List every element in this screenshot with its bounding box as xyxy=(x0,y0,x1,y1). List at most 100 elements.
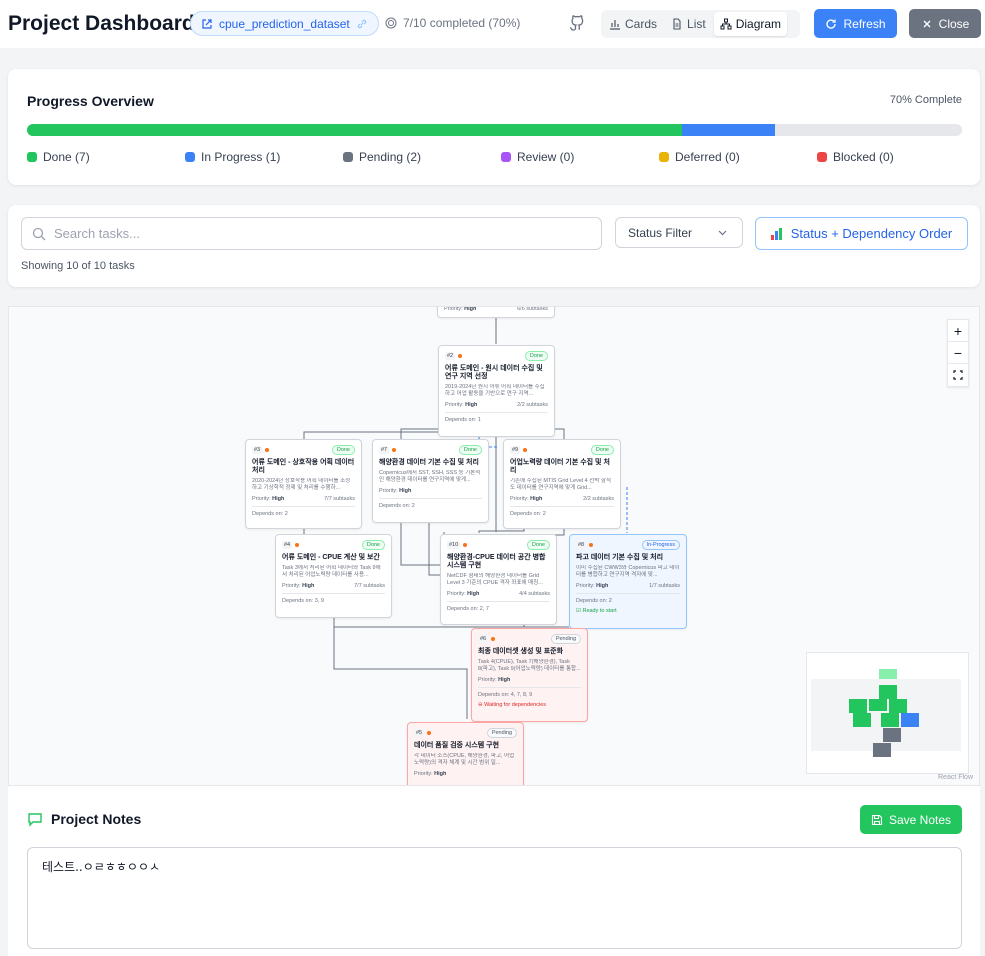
legend-blocked: Blocked (0) xyxy=(817,150,894,164)
legend-review: Review (0) xyxy=(501,150,574,164)
view-list-label: List xyxy=(687,17,706,31)
project-notes-card: Project Notes Save Notes 테스트..ㅇㄹㅎㅎㅇㅇㅅ xyxy=(8,786,980,956)
priority-dot xyxy=(392,448,397,452)
priority-value: High xyxy=(467,591,480,597)
notes-textarea[interactable]: 테스트..ㅇㄹㅎㅎㅇㅇㅅ xyxy=(27,847,962,949)
node-title: 어류 도메인 - 상호작용 어획 데이터 처리 xyxy=(252,459,355,474)
minimap-node xyxy=(901,713,919,727)
zoom-controls: + − xyxy=(947,319,969,387)
status-badge: Done xyxy=(524,351,548,361)
node-priority: Priority: High xyxy=(510,496,542,502)
github-icon[interactable] xyxy=(568,14,586,32)
node-ready-status: ☑ Ready to start xyxy=(576,608,617,614)
priority-dot xyxy=(427,731,432,735)
save-notes-button[interactable]: Save Notes xyxy=(860,805,962,834)
refresh-button[interactable]: Refresh xyxy=(814,9,897,38)
edge xyxy=(333,617,569,628)
sort-order-button[interactable]: Status + Dependency Order xyxy=(755,217,968,250)
legend-label: Blocked (0) xyxy=(833,150,894,164)
view-list-button[interactable]: List xyxy=(665,12,712,36)
node-description: 2020-2024년 상호작용 어획 데이터를 조정하고 기상학적 정제 및 처… xyxy=(252,478,351,491)
refresh-icon xyxy=(826,18,837,29)
node-number: #6 xyxy=(478,635,489,643)
zoom-out-button[interactable]: − xyxy=(948,342,968,364)
fit-view-button[interactable] xyxy=(948,364,968,386)
progress-percent: 70% Complete xyxy=(889,94,962,106)
legend-dot xyxy=(185,152,195,162)
priority-label: Priority: xyxy=(576,583,595,589)
node-priority: Priority: High xyxy=(576,583,608,589)
priority-label: Priority: xyxy=(414,771,433,777)
minimap-node xyxy=(879,685,897,699)
minimap[interactable] xyxy=(806,652,969,774)
priority-dot xyxy=(463,543,468,547)
priority-value: High xyxy=(399,488,412,494)
zoom-in-button[interactable]: + xyxy=(948,320,968,342)
status-filter-select[interactable]: Status Filter xyxy=(615,217,743,248)
priority-value: High xyxy=(272,496,285,502)
ready-label: Ready to start xyxy=(582,608,617,614)
node-description: NetCDF 형태의 해양환경 데이터를 Grid Level 3 기준의 CP… xyxy=(447,573,543,586)
save-icon xyxy=(871,814,883,825)
dataset-link[interactable]: cpue_prediction_dataset xyxy=(190,11,379,36)
node-title: 어류 도메인 - CPUE 계산 및 보간 xyxy=(282,554,380,561)
view-cards-button[interactable]: Cards xyxy=(603,12,663,36)
close-button[interactable]: Close xyxy=(909,9,981,38)
header-bar: Project Dashboard cpue_prediction_datase… xyxy=(0,0,985,48)
progress-bar xyxy=(27,124,962,136)
status-badge: Done xyxy=(361,540,385,550)
notes-heading: Project Notes xyxy=(27,811,141,827)
priority-dot xyxy=(491,637,496,641)
react-flow-attribution[interactable]: React Flow xyxy=(938,774,974,781)
node-id: #9 xyxy=(510,446,528,454)
minimap-node xyxy=(881,713,899,727)
completion-status: 7/10 completed (70%) xyxy=(385,16,520,30)
chart-icon xyxy=(770,227,783,240)
notes-title: Project Notes xyxy=(51,811,142,827)
task-node-1[interactable]: Priority: High 6/6 subtasks xyxy=(437,306,555,318)
node-number: #4 xyxy=(282,541,293,549)
priority-label: Priority: xyxy=(282,583,301,589)
node-priority: Priority: High xyxy=(444,307,476,312)
priority-value: High xyxy=(596,583,609,589)
view-diagram-button[interactable]: Diagram xyxy=(713,12,788,36)
legend-dot xyxy=(27,152,37,162)
save-notes-label: Save Notes xyxy=(888,812,952,827)
priority-label: Priority: xyxy=(379,488,398,494)
status-badge: In-Progress xyxy=(641,540,680,550)
node-id: #8 xyxy=(576,541,594,549)
node-number: #3 xyxy=(252,446,263,454)
node-subtasks: 6/6 subtasks xyxy=(517,306,548,312)
filter-card: Status Filter Status + Dependency Order … xyxy=(8,205,980,287)
node-priority: Priority: High xyxy=(282,583,314,589)
page-title: Project Dashboard xyxy=(8,12,195,35)
bar-chart-icon xyxy=(610,20,620,30)
node-id: #4 xyxy=(282,541,300,549)
node-id: #6 xyxy=(478,635,496,643)
search-box[interactable] xyxy=(21,217,602,250)
priority-label: Priority: xyxy=(447,591,466,597)
node-meta: Priority: High xyxy=(379,488,482,499)
progress-title: Progress Overview xyxy=(27,93,154,109)
minimap-node xyxy=(873,743,891,757)
node-priority: Priority: High xyxy=(478,677,510,683)
target-icon xyxy=(385,17,397,29)
legend-label: Done (7) xyxy=(43,150,90,164)
completion-text: 7/10 completed (70%) xyxy=(403,16,521,30)
progress-bar-done xyxy=(27,124,682,136)
view-cards-label: Cards xyxy=(625,17,658,31)
search-input[interactable] xyxy=(54,226,574,241)
priority-value: High xyxy=(465,402,478,408)
